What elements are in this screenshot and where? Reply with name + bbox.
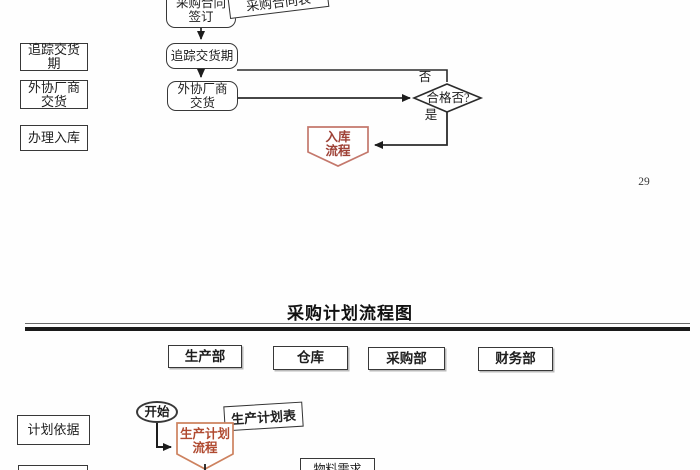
label-yes: 是: [424, 108, 438, 122]
node-start: 开始: [136, 401, 178, 423]
step-label-track-delivery: 追踪交货 期: [20, 43, 88, 71]
node-vendor-delivery: 外协厂商 交货: [167, 81, 238, 111]
node-material-requirement: 物料需求: [300, 458, 375, 470]
title-rule-thin: [25, 323, 690, 324]
decision-diamond: [411, 83, 484, 113]
node-track-delivery: 追踪交货期: [166, 43, 238, 69]
chart-title: 采购计划流程图: [287, 304, 413, 323]
arrow-start-to-process: [156, 423, 172, 451]
step-label-partial: [18, 465, 88, 470]
arrow-decision-to-inbound: [374, 112, 448, 149]
title-rule-thick: [25, 327, 690, 331]
inbound-process-label: 入库 流程: [325, 130, 351, 158]
page-number: 29: [638, 176, 650, 188]
connector-no-loop: [237, 69, 448, 82]
step-label-inbound: 办理入库: [20, 125, 88, 151]
production-plan-process-label: 生产计划 流程: [179, 427, 230, 455]
dept-header-purchasing: 采购部: [368, 347, 445, 370]
dept-header-production: 生产部: [168, 345, 242, 368]
label-no: 否: [418, 70, 432, 84]
dept-header-finance: 财务部: [478, 347, 553, 371]
step-label-plan-basis: 计划依据: [17, 415, 90, 445]
production-plan-pentagon: [176, 422, 234, 470]
label-decision: 合格否?: [426, 91, 470, 105]
inbound-process-pentagon: [307, 126, 369, 167]
dept-header-warehouse: 仓库: [273, 346, 348, 370]
step-label-vendor-delivery: 外协厂商 交货: [20, 80, 88, 109]
